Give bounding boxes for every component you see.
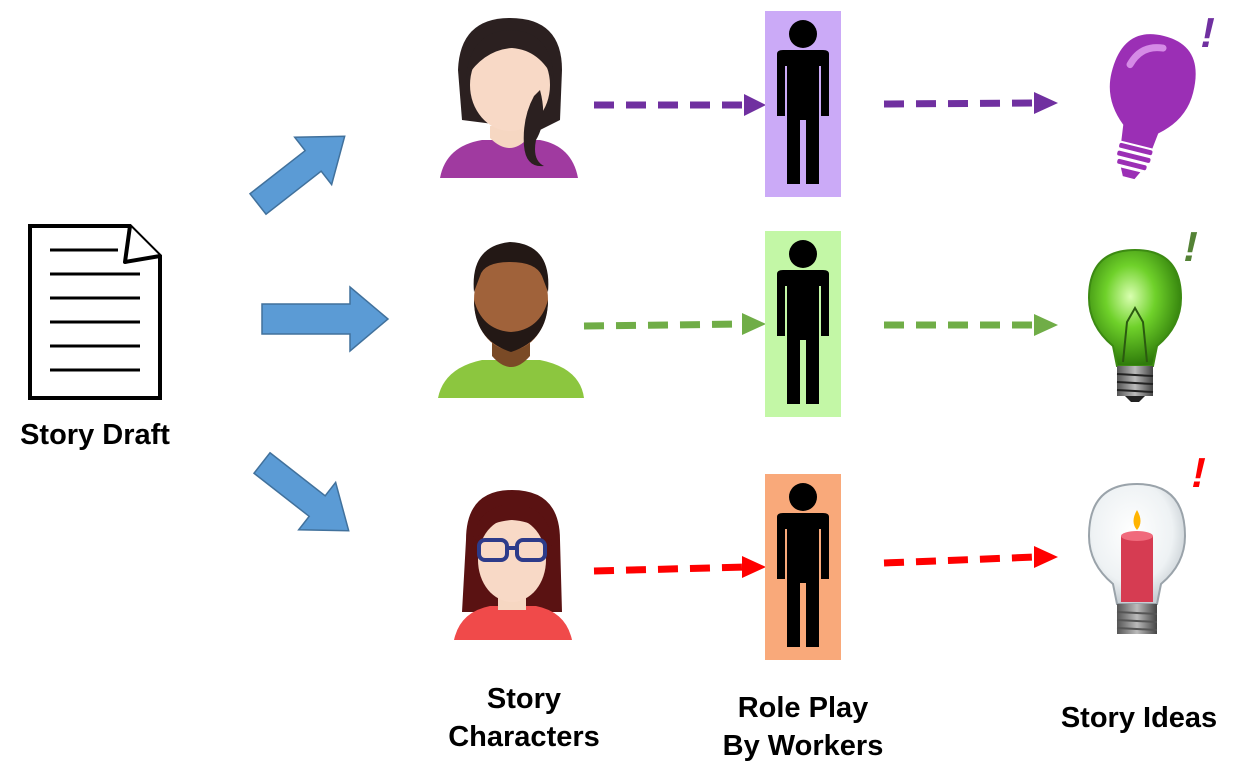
worker-person-icon-1 xyxy=(777,20,829,184)
role-play-line2: By Workers xyxy=(722,730,884,762)
story-draft-label: Story Draft xyxy=(20,419,170,451)
character-woman-braid-avatar xyxy=(440,18,578,178)
worker-person-icon-3 xyxy=(777,483,829,647)
arrow-to-character-1 xyxy=(248,135,346,216)
story-characters-line2: Characters xyxy=(448,721,600,753)
dashed-arrow-purple-2 xyxy=(883,92,1058,114)
document-icon xyxy=(28,224,162,400)
purple-lightbulb-icon xyxy=(1109,34,1196,180)
candle-lightbulb-icon xyxy=(1087,482,1187,634)
worker-person-icon-2 xyxy=(777,240,829,404)
dashed-arrow-green-1 xyxy=(583,313,766,335)
character-bearded-man-avatar xyxy=(438,242,584,398)
arrow-to-character-3 xyxy=(252,451,350,532)
character-woman-glasses-avatar xyxy=(454,490,572,640)
dashed-arrow-green-2 xyxy=(884,314,1058,336)
dashed-arrow-red-2 xyxy=(883,546,1058,568)
role-play-label: Role Play By Workers xyxy=(700,689,906,765)
story-ideas-label: Story Ideas xyxy=(1060,702,1218,734)
role-play-line1: Role Play xyxy=(737,692,869,724)
arrow-to-character-2 xyxy=(261,285,390,353)
story-characters-label: Story Characters xyxy=(424,680,624,756)
green-lightbulb-icon xyxy=(1087,248,1183,402)
dashed-arrow-purple-1 xyxy=(594,94,766,116)
story-characters-line1: Story xyxy=(486,683,562,715)
dashed-arrow-red-1 xyxy=(593,556,766,578)
